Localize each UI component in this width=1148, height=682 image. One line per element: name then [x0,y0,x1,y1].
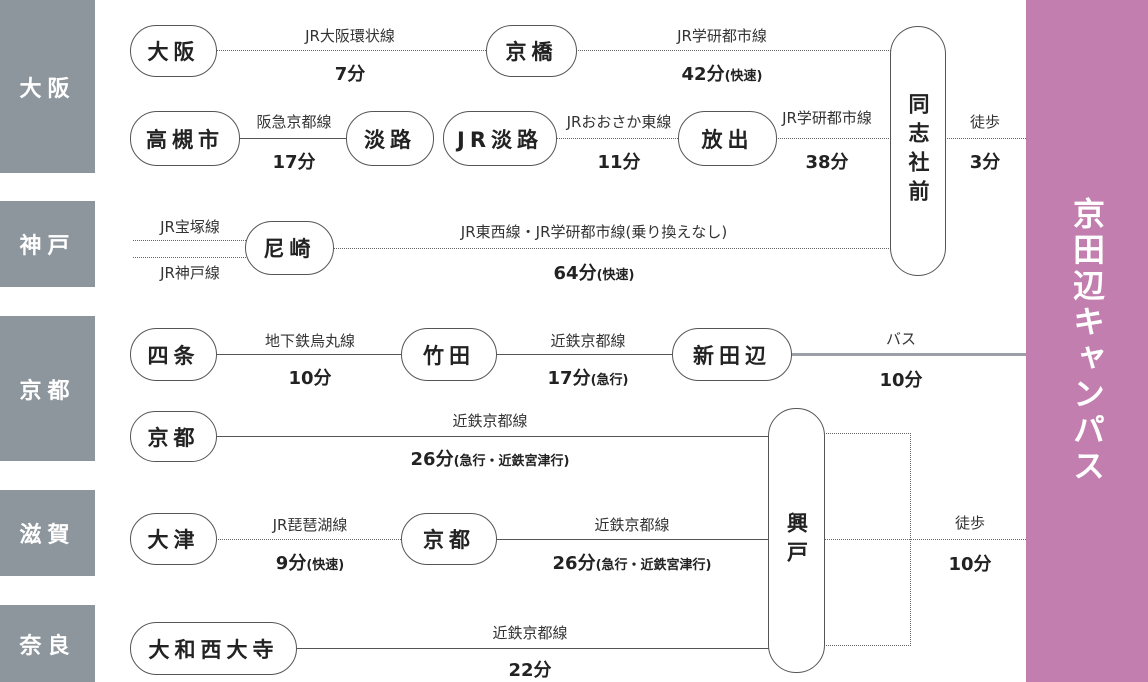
route-time: 3分 [970,148,1001,174]
route-time: 26分(急行・近鉄宮津行) [411,445,570,471]
time-value: 64分 [553,263,597,284]
line-takarazuka [133,240,248,241]
region-nara: 奈良 [0,605,95,682]
route-label: 近鉄京都線 [452,412,528,430]
line-kodo-bottom [823,645,911,646]
route-time: 64分(快速) [554,259,635,285]
route-time: 26分(急行・近鉄宮津行) [553,549,712,575]
route-label: JR大阪環状線 [305,27,395,45]
time-value: 22分 [508,660,552,681]
time-value: 42分 [681,64,725,85]
time-value: 10分 [288,368,332,389]
route-label: JR琵琶湖線 [272,516,348,534]
line-kyoto-kodo [215,436,771,437]
route-time: 10分 [288,364,331,390]
station-osaka[interactable]: 大阪 [130,25,217,77]
route-time: 10分 [879,366,922,392]
line-saidaiji-kodo [295,648,771,649]
route-label: JR東西線・JR学研都市線(乗り換えなし) [460,223,728,241]
line-kyoto2-kodo [495,539,771,540]
line-takeda-shintanabe [495,354,675,355]
time-value: 7分 [334,64,366,85]
route-label: JR宝塚線 [160,218,220,236]
line-doshisha-campus [944,138,1026,139]
route-label: 徒歩 [954,514,986,532]
station-kodo[interactable]: 興戸 [768,408,825,673]
route-time: 42分(快速) [682,60,763,86]
time-value: 10分 [948,554,992,575]
station-yamato-saidaiji[interactable]: 大和西大寺 [130,622,297,675]
line-amagasaki-doshisha [332,248,893,249]
route-label: 近鉄京都線 [594,516,670,534]
route-time: 22分 [508,656,551,682]
time-value: 26分 [552,553,596,574]
line-takatsuki-awaji [238,138,348,139]
campus-banner: 京田辺キャンパス [1026,0,1148,682]
station-otsu[interactable]: 大津 [130,513,217,565]
time-value: 26分 [410,449,454,470]
station-kyobashi[interactable]: 京橋 [486,25,577,77]
region-kobe: 神戸 [0,201,95,287]
route-time: 17分(急行) [548,364,629,390]
route-label: JR神戸線 [160,264,220,282]
time-note: (快速) [724,69,763,84]
route-time: 38分 [805,148,848,174]
route-label: JRおおさか東線 [566,113,672,131]
time-value: 3分 [969,152,1001,173]
route-time: 7分 [335,60,366,86]
route-label: 地下鉄烏丸線 [264,332,356,350]
station-amagasaki[interactable]: 尼崎 [245,221,334,275]
route-time: 11分 [597,148,640,174]
route-label: JR学研都市線 [677,27,767,45]
line-shijo-takeda [215,354,405,355]
time-value: 38分 [805,152,849,173]
region-osaka: 大阪 [0,0,95,173]
station-kyoto-jr[interactable]: 京都 [401,513,497,565]
station-takeda[interactable]: 竹田 [401,328,497,381]
time-value: 11分 [597,152,641,173]
route-label: 阪急京都線 [256,113,332,131]
time-note: (急行・近鉄宮津行) [453,454,570,469]
route-label: バス [885,330,917,348]
time-note: (快速) [596,268,635,283]
line-otsu-kyoto [215,539,405,540]
station-hanaten[interactable]: 放出 [678,111,777,166]
station-shintanabe[interactable]: 新田辺 [672,328,792,381]
time-note: (急行・近鉄宮津行) [595,558,712,573]
line-osaka-kyobashi [215,50,490,51]
time-value: 10分 [879,370,923,391]
station-jr-awaji[interactable]: JR淡路 [443,111,557,166]
route-label: 近鉄京都線 [492,624,568,642]
time-note: (快速) [306,558,345,573]
line-kodo-campus [823,539,1026,540]
station-doshishamae[interactable]: 同志社前 [890,26,946,276]
route-time: 9分(快速) [276,549,344,575]
station-awaji[interactable]: 淡路 [346,111,434,166]
line-kodo-top [823,433,911,434]
line-jrawaji-hanaten [555,138,680,139]
region-shiga: 滋賀 [0,490,95,576]
time-value: 17分 [272,152,316,173]
route-time: 10分 [948,550,991,576]
region-kyoto: 京都 [0,316,95,461]
route-label: JR学研都市線 [782,109,872,127]
route-label: 徒歩 [969,113,1001,131]
time-value: 9分 [275,553,307,574]
route-label: 近鉄京都線 [550,332,626,350]
line-kyobashi-doshisha [575,50,893,51]
route-time: 17分 [272,148,315,174]
line-hanaten-doshisha [775,138,893,139]
station-kyoto-kintetsu[interactable]: 京都 [130,411,217,462]
station-shijo[interactable]: 四条 [130,328,217,381]
station-takatsuki[interactable]: 高槻市 [130,111,240,166]
time-value: 17分 [547,368,591,389]
line-kobe [133,257,248,258]
time-note: (急行) [590,373,629,388]
line-shintanabe-campus [790,353,1026,356]
